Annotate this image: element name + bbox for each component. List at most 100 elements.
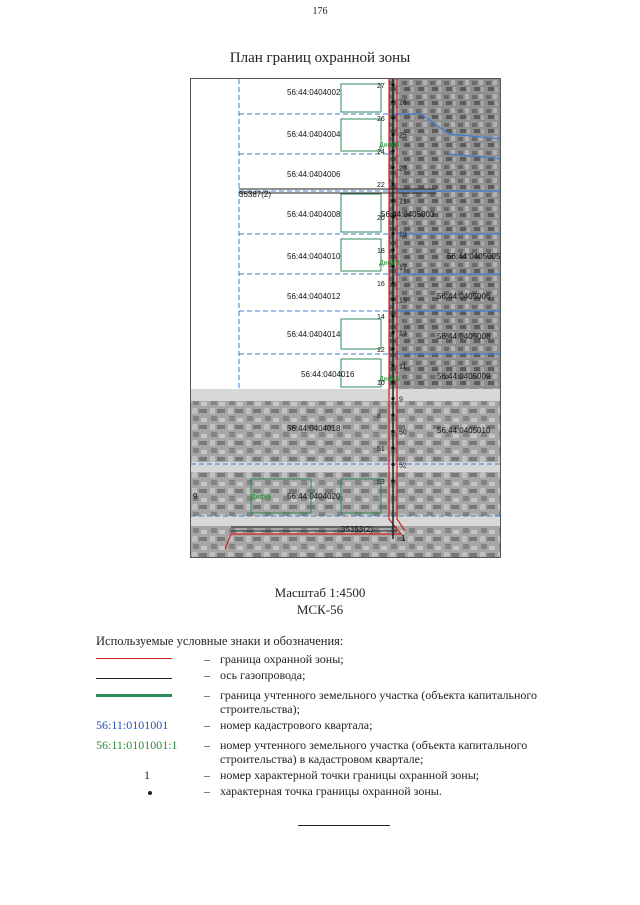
legend-heading: Используемые условные знаки и обозначени… — [96, 634, 344, 648]
point-number: 14 — [377, 314, 385, 321]
parcel-code-sample: 56:11:0101001:1 — [96, 738, 178, 752]
point-number: 13 — [399, 331, 407, 338]
point-marker — [391, 330, 395, 335]
quarter-label: 56:44:0404002 — [287, 88, 341, 97]
parcel-code: Диф:5 — [251, 494, 271, 501]
point-marker — [391, 132, 395, 137]
aerial-haze — [191, 394, 500, 557]
legend-symbol — [96, 668, 196, 682]
legend-dash: – — [204, 768, 210, 782]
legend-dash: – — [204, 718, 210, 732]
point-number: 1 — [401, 534, 406, 543]
legend-text: граница охранной зоны; — [220, 652, 344, 666]
point-number: 16 — [377, 281, 385, 288]
quarter-label: 56:44:0405003 — [381, 210, 435, 219]
legend-text: номер характерной точки границы охранной… — [220, 768, 480, 782]
quarter-label: 56:44:0405005 — [447, 252, 501, 261]
point-dot-icon — [148, 791, 152, 795]
legend-dash: – — [204, 784, 210, 798]
point-number: 12 — [377, 347, 385, 354]
point-marker — [391, 231, 395, 236]
point-marker — [391, 83, 395, 87]
road-horizontal-3 — [191, 516, 500, 526]
green-line-symbol — [96, 694, 172, 697]
point-number: 11 — [399, 364, 406, 371]
quarter-label: 56:44:0404018 — [287, 424, 341, 433]
point-number: 53 — [377, 479, 385, 486]
quarter-label: 56:44:0405010 — [437, 426, 491, 435]
parcel-code: Диф:5 — [379, 142, 399, 149]
legend-symbol — [96, 688, 196, 702]
point-number: 20 — [377, 215, 385, 222]
quarter-boundaries-right — [391, 113, 500, 355]
zone-boundary — [224, 79, 406, 550]
point-marker — [391, 413, 395, 417]
point-number: 19 — [399, 232, 407, 239]
parcel-boundaries — [250, 83, 382, 514]
legend-symbol: 56:11:0101001 — [96, 718, 196, 732]
point-marker — [391, 264, 395, 269]
point-number: 26 — [377, 116, 385, 123]
point-marker — [391, 149, 395, 153]
legend-symbol: 56:11:0101001:1 — [96, 738, 196, 752]
point-number: 25 — [399, 133, 407, 140]
quarter-boundaries — [191, 79, 500, 517]
map-canvas: 56:44:0404002 56:44:0404004 56:44:0404006 5… — [191, 79, 501, 557]
legend-symbol — [96, 784, 196, 798]
quarter-label: 56:44:0405008 — [437, 332, 491, 341]
quarter-label: 56:44:0404004 — [287, 130, 341, 139]
point-marker — [391, 281, 395, 285]
point-number: 17 — [399, 265, 407, 272]
parcel-label: 35353(2) — [341, 525, 373, 534]
point-marker — [391, 182, 395, 186]
black-line-symbol — [96, 678, 172, 679]
road-horizontal-1 — [191, 389, 500, 401]
parcel-code: Диф:5 — [379, 376, 399, 383]
point-marker — [391, 116, 395, 120]
quarter-label: 56:44:0405009 — [437, 372, 491, 381]
quarter-code-sample: 56:11:0101001 — [96, 718, 169, 732]
point-number: 28 — [399, 100, 407, 107]
page-number: 176 — [312, 6, 328, 17]
parcel-label: 35387(2) — [239, 190, 271, 199]
point-number: 21 — [399, 199, 407, 206]
gas-branches — [231, 188, 436, 532]
point-marker — [391, 479, 395, 483]
legend-text: ось газопровода; — [220, 668, 306, 682]
point-marker — [391, 314, 395, 318]
point-number: 22 — [377, 182, 385, 189]
point-number: 24 — [377, 149, 385, 156]
point-marker — [391, 198, 395, 203]
legend-text: номер кадастрового квартала; — [220, 718, 373, 732]
quarter-label: 56:44:0404010 — [287, 252, 341, 261]
scale-block: Масштаб 1:4500 МСК-56 — [0, 584, 640, 618]
quarter-label: 56:44:0404006 — [287, 170, 341, 179]
point-number: 8 — [377, 413, 381, 420]
point-marker — [391, 165, 395, 170]
scale-label: Масштаб 1:4500 — [274, 585, 366, 600]
legend-dash: – — [204, 738, 210, 752]
quarter-label: 56:44:0404008 — [287, 210, 341, 219]
legend-dash: – — [204, 668, 210, 682]
point-marker — [391, 363, 395, 368]
legend-text: характерная точка границы охранной зоны. — [220, 784, 442, 798]
legend-symbol — [96, 652, 196, 666]
point-marker — [391, 446, 395, 450]
quarter-label: 56:44:0404012 — [287, 292, 341, 301]
parcel-strip — [239, 79, 389, 394]
point-number-sample: 1 — [144, 768, 150, 782]
point-number: 27 — [377, 83, 385, 90]
red-line-symbol — [96, 658, 172, 659]
white-area — [191, 79, 239, 394]
quarter-label: 56:44:0404016 — [301, 370, 355, 379]
parcel-code: Диф:5 — [379, 260, 399, 267]
point-number: 9 — [399, 397, 403, 404]
point-marker — [391, 248, 395, 252]
point-marker — [391, 215, 395, 219]
point-marker — [391, 297, 395, 302]
point-number: 23 — [399, 166, 407, 173]
quarter-label: 56:44:0404014 — [287, 330, 341, 339]
legend-dash: – — [204, 688, 210, 702]
point-number: 15 — [399, 298, 407, 305]
plan-title: План границ охранной зоны — [229, 50, 411, 66]
